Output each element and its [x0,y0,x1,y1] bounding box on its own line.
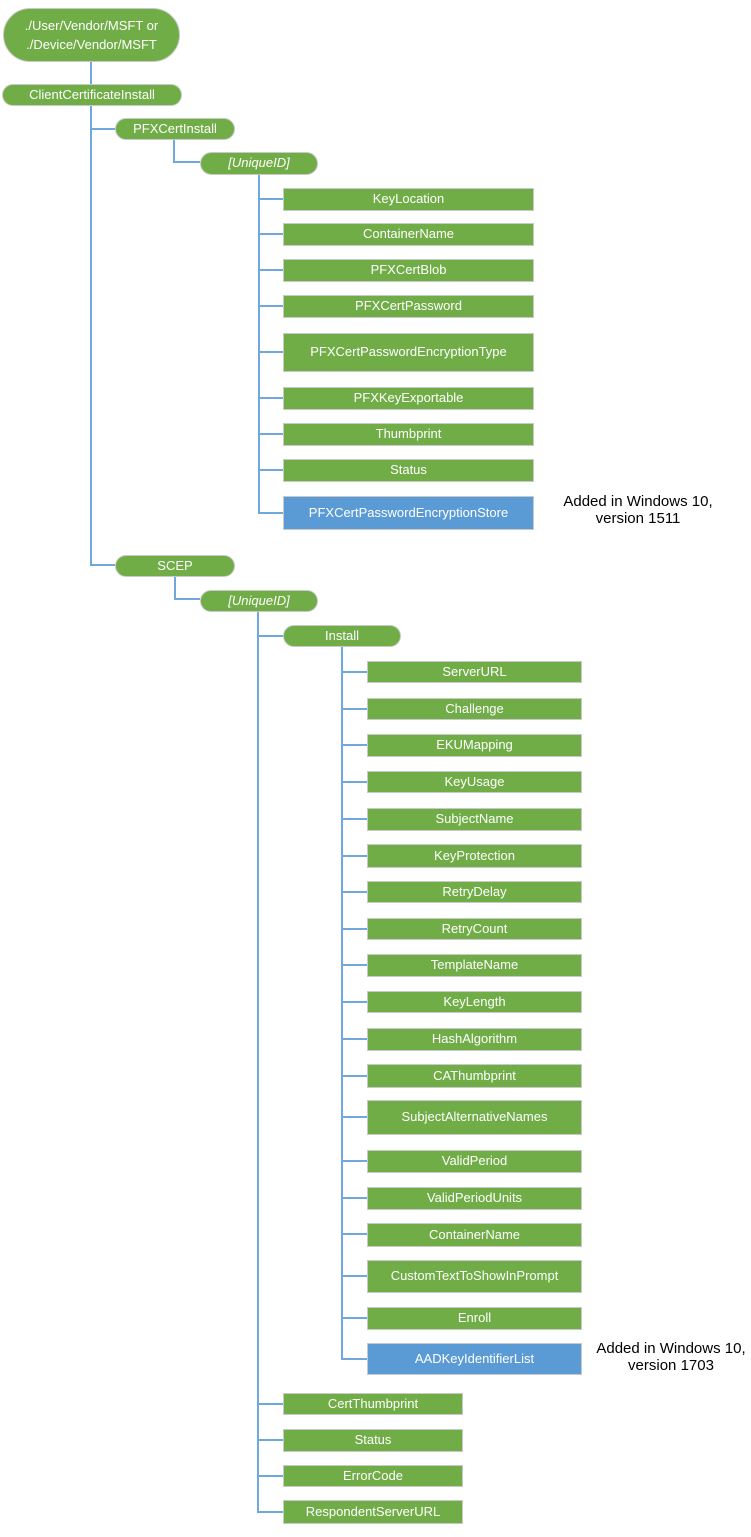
connector-line [341,1160,367,1162]
connector-line [173,140,175,163]
connector-line [341,708,367,710]
connector-line [257,612,259,1513]
connector-line [341,781,367,783]
node-client-certificate-install: ClientCertificateInstall [2,84,182,106]
node-scep: SCEP [115,555,235,577]
node-key-length: KeyLength [367,991,582,1013]
node-pfx-cert-install: PFXCertInstall [115,118,235,140]
node-key-usage: KeyUsage [367,771,582,793]
node-valid-period-units: ValidPeriodUnits [367,1187,582,1210]
node-enroll: Enroll [367,1307,582,1330]
connector-line [258,351,283,353]
connector-line [258,397,283,399]
connector-line [90,564,115,566]
node-custom-text-to-show-in-prompt: CustomTextToShowInPrompt [367,1260,582,1293]
node-eku-mapping: EKUMapping [367,734,582,757]
node-install: Install [283,625,401,647]
node-key-location: KeyLocation [283,188,534,211]
connector-line [258,233,283,235]
node-hash-algorithm: HashAlgorithm [367,1028,582,1051]
connector-line [90,106,92,566]
node-aad-key-identifier-list: AADKeyIdentifierList [367,1343,582,1375]
node-respondent-server-url: RespondentServerURL [283,1500,463,1524]
node-pfx-cert-password: PFXCertPassword [283,295,534,318]
connector-line [257,1403,283,1405]
connector-line [174,577,176,600]
connector-line [341,1358,367,1360]
connector-line [341,1317,367,1319]
connector-line [90,62,92,84]
connector-line [258,198,283,200]
connector-line [173,161,200,163]
connector-line [341,818,367,820]
connector-line [257,1475,283,1477]
connector-line [174,598,200,600]
node-challenge: Challenge [367,698,582,720]
connector-line [257,1511,283,1513]
node-valid-period: ValidPeriod [367,1150,582,1173]
connector-line [258,433,283,435]
node-pfx-key-exportable: PFXKeyExportable [283,387,534,410]
node-error-code: ErrorCode [283,1465,463,1487]
node-thumbprint: Thumbprint [283,423,534,446]
connector-line [341,647,343,1360]
connector-line [341,855,367,857]
connector-line [341,671,367,673]
node-scep-unique-id: [UniqueID] [200,590,318,612]
connector-line [341,1001,367,1003]
node-pfx-unique-id: [UniqueID] [200,152,318,175]
connector-line [341,964,367,966]
connector-line [90,128,115,130]
node-status: Status [283,459,534,482]
connector-line [341,1075,367,1077]
connector-line [257,1439,283,1441]
node-root-path: ./User/Vendor/MSFT or ./Device/Vendor/MS… [3,8,180,62]
node-ca-thumbprint: CAThumbprint [367,1064,582,1088]
connector-line [341,891,367,893]
node-subject-alternative-names: SubjectAlternativeNames [367,1100,582,1135]
connector-line [341,1038,367,1040]
connector-line [341,1275,367,1277]
connector-line [257,635,283,637]
connector-line [258,175,260,514]
node-scep-status: Status [283,1429,463,1452]
node-retry-delay: RetryDelay [367,881,582,903]
node-pfx-cert-password-encryption-store: PFXCertPasswordEncryptionStore [283,496,534,530]
connector-line [258,305,283,307]
node-subject-name: SubjectName [367,808,582,831]
connector-line [341,928,367,930]
annotation-added-1703: Added in Windows 10, version 1703 [596,1340,746,1374]
node-cert-thumbprint: CertThumbprint [283,1393,463,1415]
connector-line [341,1197,367,1199]
node-pfx-cert-blob: PFXCertBlob [283,259,534,282]
node-server-url: ServerURL [367,661,582,683]
connector-line [341,1116,367,1118]
node-container-name-scep: ContainerName [367,1223,582,1247]
node-pfx-cert-password-encryption-type: PFXCertPasswordEncryptionType [283,333,534,372]
connector-line [258,269,283,271]
node-key-protection: KeyProtection [367,844,582,868]
annotation-added-1511: Added in Windows 10, version 1511 [563,493,713,527]
connector-line [258,469,283,471]
connector-line [341,744,367,746]
node-template-name: TemplateName [367,954,582,977]
node-container-name: ContainerName [283,223,534,246]
connector-line [341,1233,367,1235]
node-retry-count: RetryCount [367,918,582,940]
connector-line [258,512,283,514]
